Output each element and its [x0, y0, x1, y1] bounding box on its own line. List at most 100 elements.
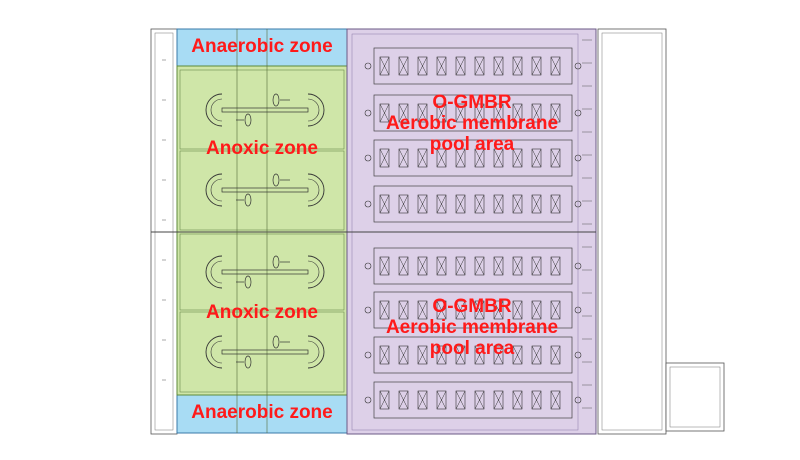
anoxic-cell-3: [179, 233, 345, 311]
membrane-module: [550, 148, 561, 168]
right-equipment-inner: [601, 32, 663, 431]
membrane-module-cross: [512, 56, 523, 76]
right-equipment-room: [597, 28, 667, 435]
membrane-module: [417, 256, 428, 276]
membrane-module-cross: [493, 390, 504, 410]
membrane-module: [512, 300, 523, 320]
valve-symbol: [574, 396, 582, 404]
membrane-module-cross: [531, 345, 542, 365]
membrane-module-cross: [474, 194, 485, 214]
membrane-module: [436, 390, 447, 410]
membrane-module-cross: [512, 300, 523, 320]
baffle-arc: [205, 173, 223, 207]
membrane-module: [531, 345, 542, 365]
valve-symbol: [364, 109, 372, 117]
membrane-module-cross: [455, 103, 466, 123]
membrane-module-cross: [398, 256, 409, 276]
mbr-label-top: O-GMBR Aerobic membrane pool area: [362, 92, 582, 156]
membrane-module-cross: [436, 256, 447, 276]
baffle-arc: [205, 93, 223, 127]
membrane-module-cross: [512, 194, 523, 214]
membrane-module: [493, 390, 504, 410]
membrane-module: [398, 345, 409, 365]
membrane-module: [379, 103, 390, 123]
membrane-module-cross: [379, 300, 390, 320]
membrane-module: [436, 56, 447, 76]
mixer-symbol: [244, 355, 252, 369]
membrane-tank-row: [373, 185, 573, 223]
membrane-module-cross: [417, 194, 428, 214]
valve-symbol: [364, 351, 372, 359]
membrane-module: [550, 194, 561, 214]
mixer-symbol: [272, 93, 280, 107]
mbr-top-line2: Aerobic membrane: [385, 112, 559, 134]
membrane-module-cross: [493, 148, 504, 168]
membrane-module: [493, 148, 504, 168]
baffle-arc: [307, 260, 320, 284]
anaerobic-zone-bottom: [176, 394, 348, 434]
baffle-arc: [307, 178, 320, 202]
valve-symbol: [574, 306, 582, 314]
membrane-module: [398, 56, 409, 76]
membrane-module-cross: [379, 345, 390, 365]
membrane-module: [512, 148, 523, 168]
membrane-module-cross: [436, 390, 447, 410]
membrane-module-cross: [455, 256, 466, 276]
valve-symbol: [574, 109, 582, 117]
mbr-bottom-line1: O-GMBR: [432, 296, 512, 317]
membrane-module-cross: [398, 194, 409, 214]
membrane-module-cross: [474, 345, 485, 365]
membrane-module: [417, 194, 428, 214]
membrane-module: [474, 194, 485, 214]
membrane-module-cross: [379, 103, 390, 123]
membrane-module: [436, 345, 447, 365]
valve-symbol: [364, 306, 372, 314]
membrane-module: [512, 390, 523, 410]
baffle-arc: [307, 255, 325, 289]
membrane-tank-row: [373, 336, 573, 374]
membrane-module: [474, 256, 485, 276]
membrane-tank-row: [373, 139, 573, 177]
membrane-module: [531, 103, 542, 123]
membrane-module: [493, 194, 504, 214]
mixer-symbol: [244, 275, 252, 289]
anoxic-label-bottom: Anoxic zone: [206, 302, 318, 323]
membrane-module: [531, 390, 542, 410]
membrane-tank-row: [373, 94, 573, 132]
membrane-module-cross: [455, 148, 466, 168]
membrane-module-cross: [379, 194, 390, 214]
membrane-module: [398, 148, 409, 168]
annex-room: [665, 362, 725, 432]
membrane-module: [512, 103, 523, 123]
membrane-module-cross: [512, 103, 523, 123]
membrane-module-cross: [455, 194, 466, 214]
membrane-module: [398, 390, 409, 410]
membrane-module-cross: [550, 56, 561, 76]
membrane-module-cross: [436, 103, 447, 123]
baffle-arc: [210, 98, 223, 122]
membrane-module-cross: [550, 256, 561, 276]
membrane-module-cross: [531, 256, 542, 276]
valve-symbol: [364, 154, 372, 162]
membrane-module: [436, 194, 447, 214]
mbr-top-line1: O-GMBR: [432, 92, 512, 113]
membrane-module-cross: [512, 256, 523, 276]
membrane-module-cross: [417, 56, 428, 76]
membrane-module: [474, 345, 485, 365]
membrane-module-cross: [455, 56, 466, 76]
membrane-module-cross: [550, 194, 561, 214]
guide-wall: [221, 349, 309, 355]
membrane-module: [379, 194, 390, 214]
membrane-module: [550, 256, 561, 276]
membrane-module-cross: [531, 56, 542, 76]
membrane-module-cross: [512, 345, 523, 365]
membrane-module: [455, 148, 466, 168]
baffle-arc: [307, 173, 325, 207]
dimension-ticks: [162, 39, 592, 409]
membrane-module: [493, 103, 504, 123]
anoxic-cell-2: [179, 150, 345, 231]
anaerobic-label-top: Anaerobic zone: [191, 36, 333, 57]
membrane-module-cross: [474, 390, 485, 410]
membrane-module: [474, 103, 485, 123]
membrane-module-cross: [398, 103, 409, 123]
